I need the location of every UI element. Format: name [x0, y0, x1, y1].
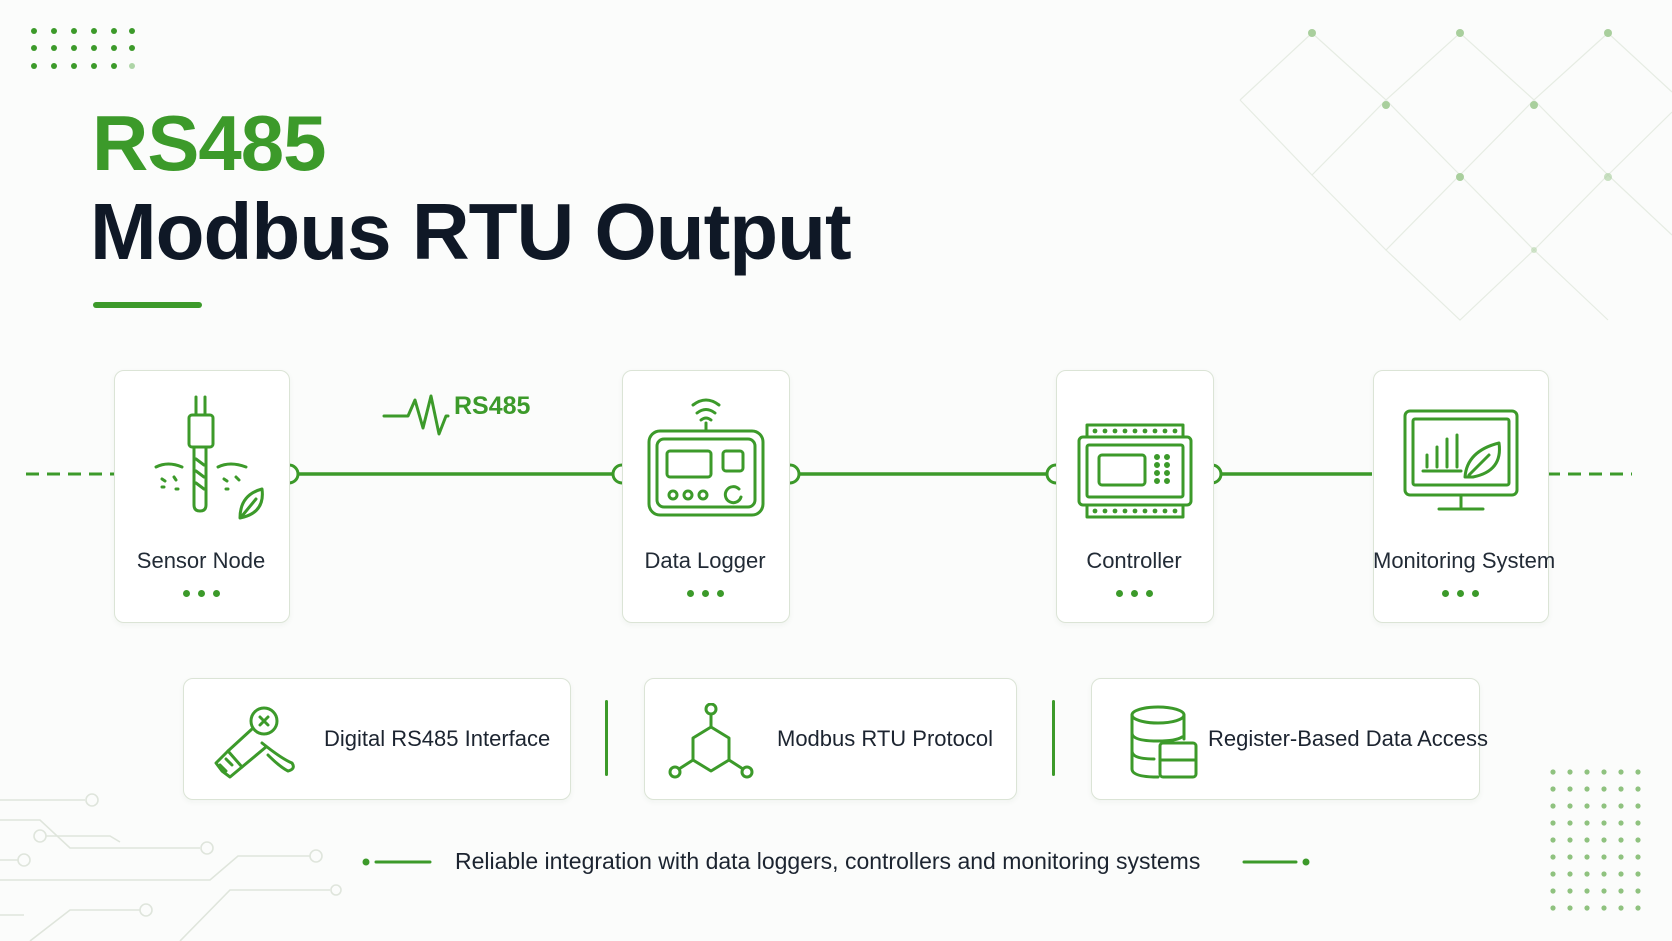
node-label-sensor: Sensor Node	[136, 548, 266, 573]
feature-separator	[1052, 700, 1055, 776]
database-registers-icon	[1130, 705, 1198, 779]
controller-module-icon	[1077, 423, 1193, 519]
feature-register-based-data-access: Register-Based Data Access	[1091, 678, 1488, 800]
signal-waveform-icon	[382, 394, 450, 436]
monitor-chart-icon	[1403, 409, 1519, 511]
feature-separator	[605, 700, 608, 776]
rs485-connector-icon	[214, 706, 295, 779]
node-controller	[1056, 370, 1214, 623]
bus-protocol-label: RS485	[454, 392, 531, 420]
feature-label-modbus-rtu: Modbus RTU Protocol	[777, 726, 994, 751]
more-dots-icon	[1056, 590, 1212, 597]
more-dots-icon	[1373, 590, 1547, 597]
tagline-dot-right	[1302, 858, 1310, 866]
network-hexagon-icon	[668, 703, 754, 779]
tagline: Reliable integration with data loggers, …	[455, 848, 1201, 874]
node-monitoring-system	[1373, 370, 1549, 623]
more-dots-icon	[114, 590, 288, 597]
node-label-monitoring-system: Monitoring System	[1373, 548, 1556, 573]
dot-grid-top-left	[31, 28, 135, 69]
node-label-controller: Controller	[1086, 548, 1182, 573]
node-label-data-logger: Data Logger	[644, 548, 766, 573]
feature-label-register-data-access: Register-Based Data Access	[1208, 726, 1489, 751]
lattice-nodes	[1308, 29, 1612, 253]
node-data-logger	[622, 370, 790, 623]
data-logger-device-icon	[647, 398, 765, 517]
node-sensor	[114, 370, 290, 623]
more-dots-icon	[622, 590, 788, 597]
feature-digital-rs485-interface: Digital RS485 Interface	[183, 678, 571, 800]
feature-modbus-rtu-protocol: Modbus RTU Protocol	[644, 678, 1017, 800]
tagline-dot-left	[362, 858, 370, 866]
dot-grid-bottom-right	[1550, 769, 1641, 911]
feature-label-rs485-interface: Digital RS485 Interface	[324, 726, 551, 751]
title-modbus-rtu-output: Modbus RTU Output	[90, 187, 852, 276]
title-rs485: RS485	[92, 99, 326, 187]
soil-sensor-probe-icon	[154, 395, 264, 520]
title-underline	[93, 302, 202, 308]
circuit-traces-bottom-left	[0, 793, 342, 941]
